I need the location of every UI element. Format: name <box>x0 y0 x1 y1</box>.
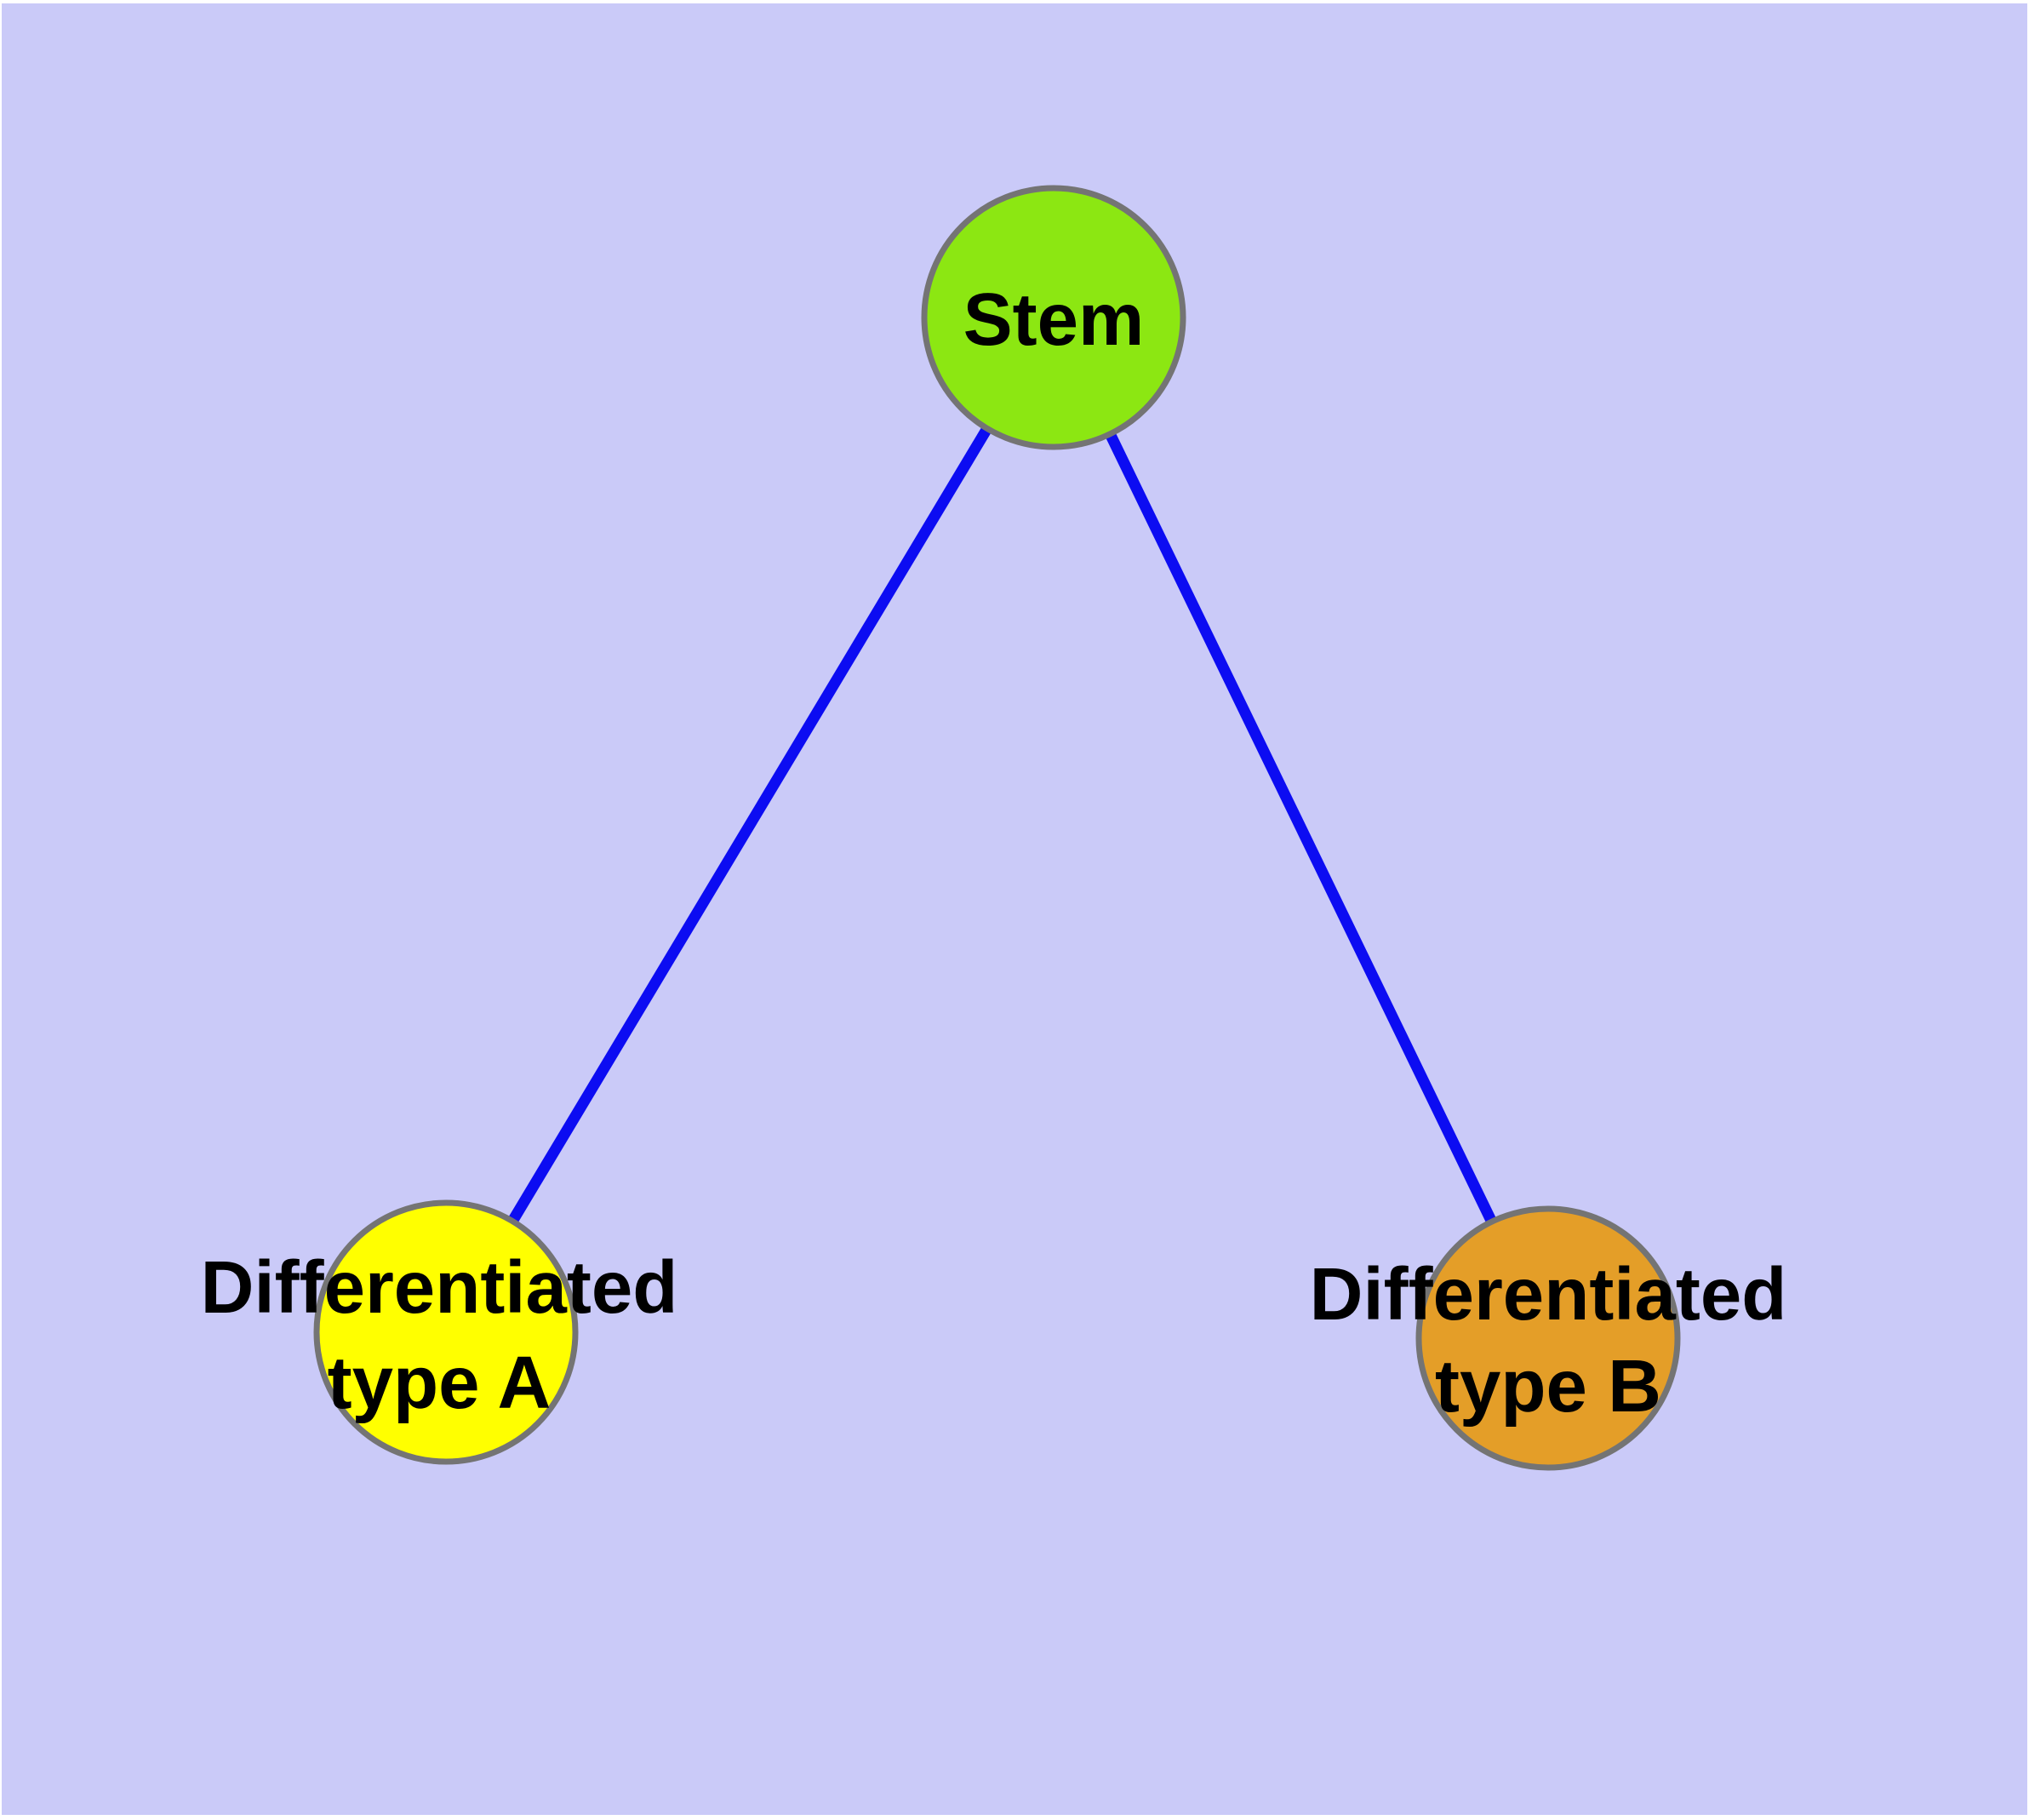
node-differentiated-type-b <box>1415 1205 1681 1471</box>
node-type-b-label-line1: Differentiated <box>1310 1253 1787 1336</box>
edge-stem-to-type-a <box>441 314 1059 1336</box>
node-stem <box>921 185 1186 450</box>
node-differentiated-type-a <box>313 1199 579 1465</box>
node-stem-label: Stem <box>963 278 1145 361</box>
node-type-a-label-line1: Differentiated <box>201 1246 678 1329</box>
node-type-a-label-line2: type A <box>328 1342 552 1424</box>
node-type-b-label-line2: type B <box>1435 1345 1661 1428</box>
edge-stem-to-type-b <box>1049 315 1553 1341</box>
